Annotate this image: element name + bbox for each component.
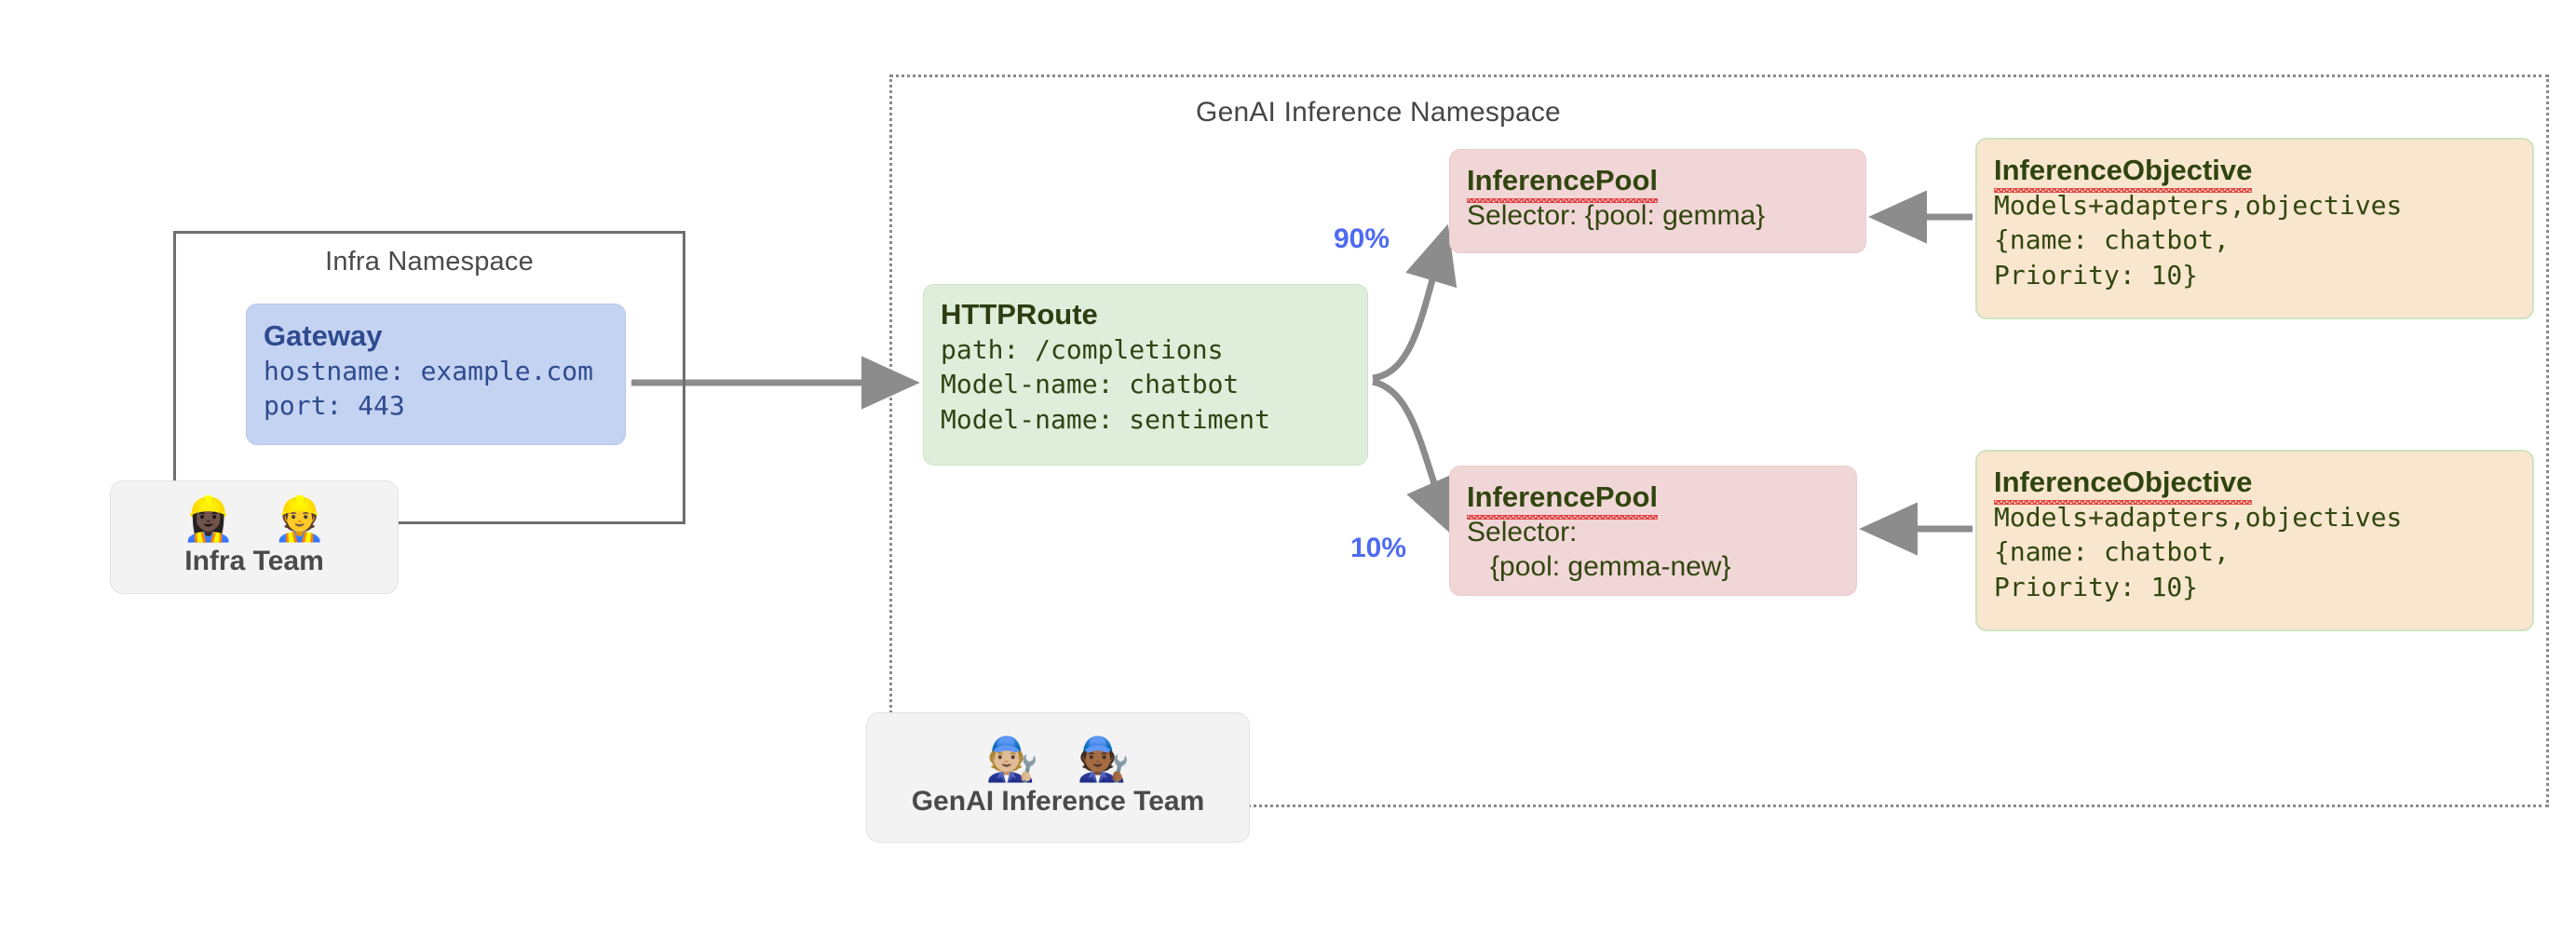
inferenceobjective-details-1: Models+adapters,objectives {name: chatbo… <box>1994 189 2403 291</box>
genai-team-badge[interactable]: 🧑🏼‍🔧 🧑🏾‍🔧 GenAI Inference Team <box>866 712 1250 843</box>
infra-team-badge[interactable]: 👷🏿‍♀️ 👷 Infra Team <box>110 480 399 594</box>
inferencepool-card-1[interactable]: InferencePool Selector: {pool: gemma} <box>1449 149 1866 253</box>
traffic-weight-label-10: 10% <box>1350 533 1407 563</box>
traffic-weight-label-90: 90% <box>1334 223 1390 254</box>
httproute-card[interactable]: HTTPRoute path: /completions Model-name:… <box>923 284 1368 466</box>
gateway-title: Gateway <box>264 319 383 352</box>
inferencepool-card-2[interactable]: InferencePool Selector: {pool: gemma-new… <box>1449 466 1857 596</box>
httproute-title: HTTPRoute <box>941 298 1098 331</box>
genai-team-label: GenAI Inference Team <box>911 786 1205 817</box>
spellcheck-underline-4: InferenceObjective <box>1994 466 2253 505</box>
httproute-details: path: /completions Model-name: chatbot M… <box>941 333 1271 435</box>
inferencepool-title-1: InferencePool <box>1467 164 1849 203</box>
spellcheck-underline-3: InferenceObjective <box>1994 154 2253 193</box>
inferenceobjective-title-1: InferenceObjective <box>1994 154 2515 193</box>
inferenceobjective-details-2: Models+adapters,objectives {name: chatbo… <box>1994 501 2403 602</box>
spellcheck-underline-2: InferencePool <box>1467 480 1658 520</box>
mechanic-icon: 🧑🏼‍🔧 🧑🏾‍🔧 <box>985 735 1144 783</box>
inferenceobjective-title-2: InferenceObjective <box>1994 466 2515 505</box>
inferenceobjective-card-2[interactable]: InferenceObjective Models+adapters,objec… <box>1975 450 2534 631</box>
inferencepool-selector-1: Selector: {pool: gemma} <box>1467 199 1766 231</box>
spellcheck-underline-1: InferencePool <box>1467 164 1658 203</box>
infra-namespace-label: Infra Namespace <box>325 247 534 277</box>
infra-namespace-container: Infra Namespace <box>173 231 685 524</box>
inferenceobjective-card-1[interactable]: InferenceObjective Models+adapters,objec… <box>1975 138 2534 319</box>
inferencepool-selector-2: Selector: {pool: gemma-new} <box>1467 516 1731 583</box>
gateway-card[interactable]: Gateway hostname: example.com port: 443 <box>246 304 626 445</box>
genai-namespace-container <box>889 74 2549 807</box>
inferencepool-title-2: InferencePool <box>1467 480 1839 520</box>
infra-team-label: Infra Team <box>184 546 324 576</box>
construction-worker-icon: 👷🏿‍♀️ 👷 <box>182 494 340 543</box>
gateway-details: hostname: example.com port: 443 <box>264 355 594 422</box>
genai-namespace-label: GenAI Inference Namespace <box>1196 97 1561 128</box>
